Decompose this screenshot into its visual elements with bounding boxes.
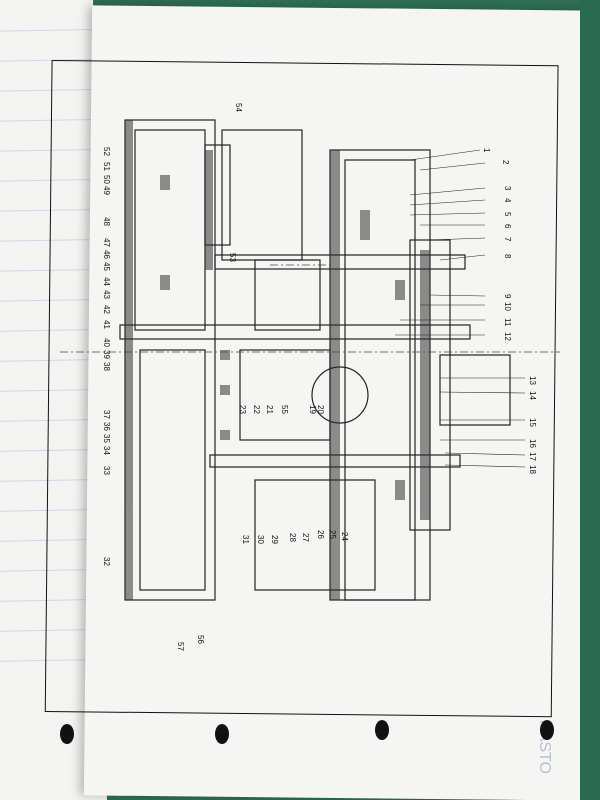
- part-number-8: 8: [503, 254, 512, 259]
- part-number-56: 56: [196, 635, 205, 644]
- part-number-11: 11: [503, 318, 512, 327]
- part-number-4: 4: [503, 198, 512, 203]
- part-number-3: 3: [503, 186, 512, 191]
- part-number-24: 24: [340, 532, 349, 541]
- part-number-37: 37: [102, 410, 111, 419]
- part-number-23: 23: [238, 405, 247, 414]
- part-number-30: 30: [256, 535, 265, 544]
- part-number-51: 51: [102, 162, 111, 171]
- part-number-44: 44: [102, 277, 111, 286]
- part-number-49: 49: [102, 186, 111, 195]
- part-number-21: 21: [265, 405, 274, 414]
- part-number-34: 34: [102, 446, 111, 455]
- part-number-32: 32: [102, 557, 111, 566]
- punch-hole: [60, 724, 74, 744]
- part-number-9: 9: [503, 294, 512, 299]
- binder-edge: [580, 0, 600, 800]
- part-number-48: 48: [102, 217, 111, 226]
- part-number-39: 39: [102, 350, 111, 359]
- part-number-28: 28: [288, 533, 297, 542]
- part-number-57: 57: [176, 642, 185, 651]
- part-number-6: 6: [503, 224, 512, 229]
- part-number-41: 41: [102, 320, 111, 329]
- part-number-5: 5: [503, 212, 512, 217]
- part-number-20: 20: [316, 405, 325, 414]
- part-number-1: 1: [482, 148, 491, 153]
- part-number-55: 55: [280, 405, 289, 414]
- part-number-40: 40: [102, 338, 111, 347]
- part-number-31: 31: [241, 535, 250, 544]
- part-number-15: 15: [528, 418, 537, 427]
- punch-hole: [215, 724, 229, 744]
- part-number-43: 43: [102, 290, 111, 299]
- punch-hole: [540, 720, 554, 740]
- part-number-16: 16: [528, 439, 537, 448]
- part-number-18: 18: [528, 465, 537, 474]
- part-number-46: 46: [102, 250, 111, 259]
- part-number-12: 12: [503, 332, 512, 341]
- part-number-22: 22: [252, 405, 261, 414]
- part-number-26: 26: [316, 530, 325, 539]
- part-number-54: 54: [234, 103, 243, 112]
- part-number-35: 35: [102, 434, 111, 443]
- part-number-47: 47: [102, 238, 111, 247]
- part-number-19: 19: [308, 405, 317, 414]
- part-number-52: 52: [102, 147, 111, 156]
- part-number-17: 17: [528, 452, 537, 461]
- punch-hole: [375, 720, 389, 740]
- part-number-38: 38: [102, 362, 111, 371]
- part-number-27: 27: [301, 533, 310, 542]
- part-number-14: 14: [528, 391, 537, 400]
- part-number-33: 33: [102, 466, 111, 475]
- part-number-29: 29: [270, 535, 279, 544]
- part-number-10: 10: [503, 302, 512, 311]
- part-number-13: 13: [528, 376, 537, 385]
- part-number-42: 42: [102, 305, 111, 314]
- part-number-53: 53: [228, 253, 237, 262]
- part-number-45: 45: [102, 262, 111, 271]
- part-number-7: 7: [503, 237, 512, 242]
- part-number-2: 2: [501, 160, 510, 165]
- part-number-36: 36: [102, 422, 111, 431]
- part-number-50: 50: [102, 175, 111, 184]
- part-number-25: 25: [328, 530, 337, 539]
